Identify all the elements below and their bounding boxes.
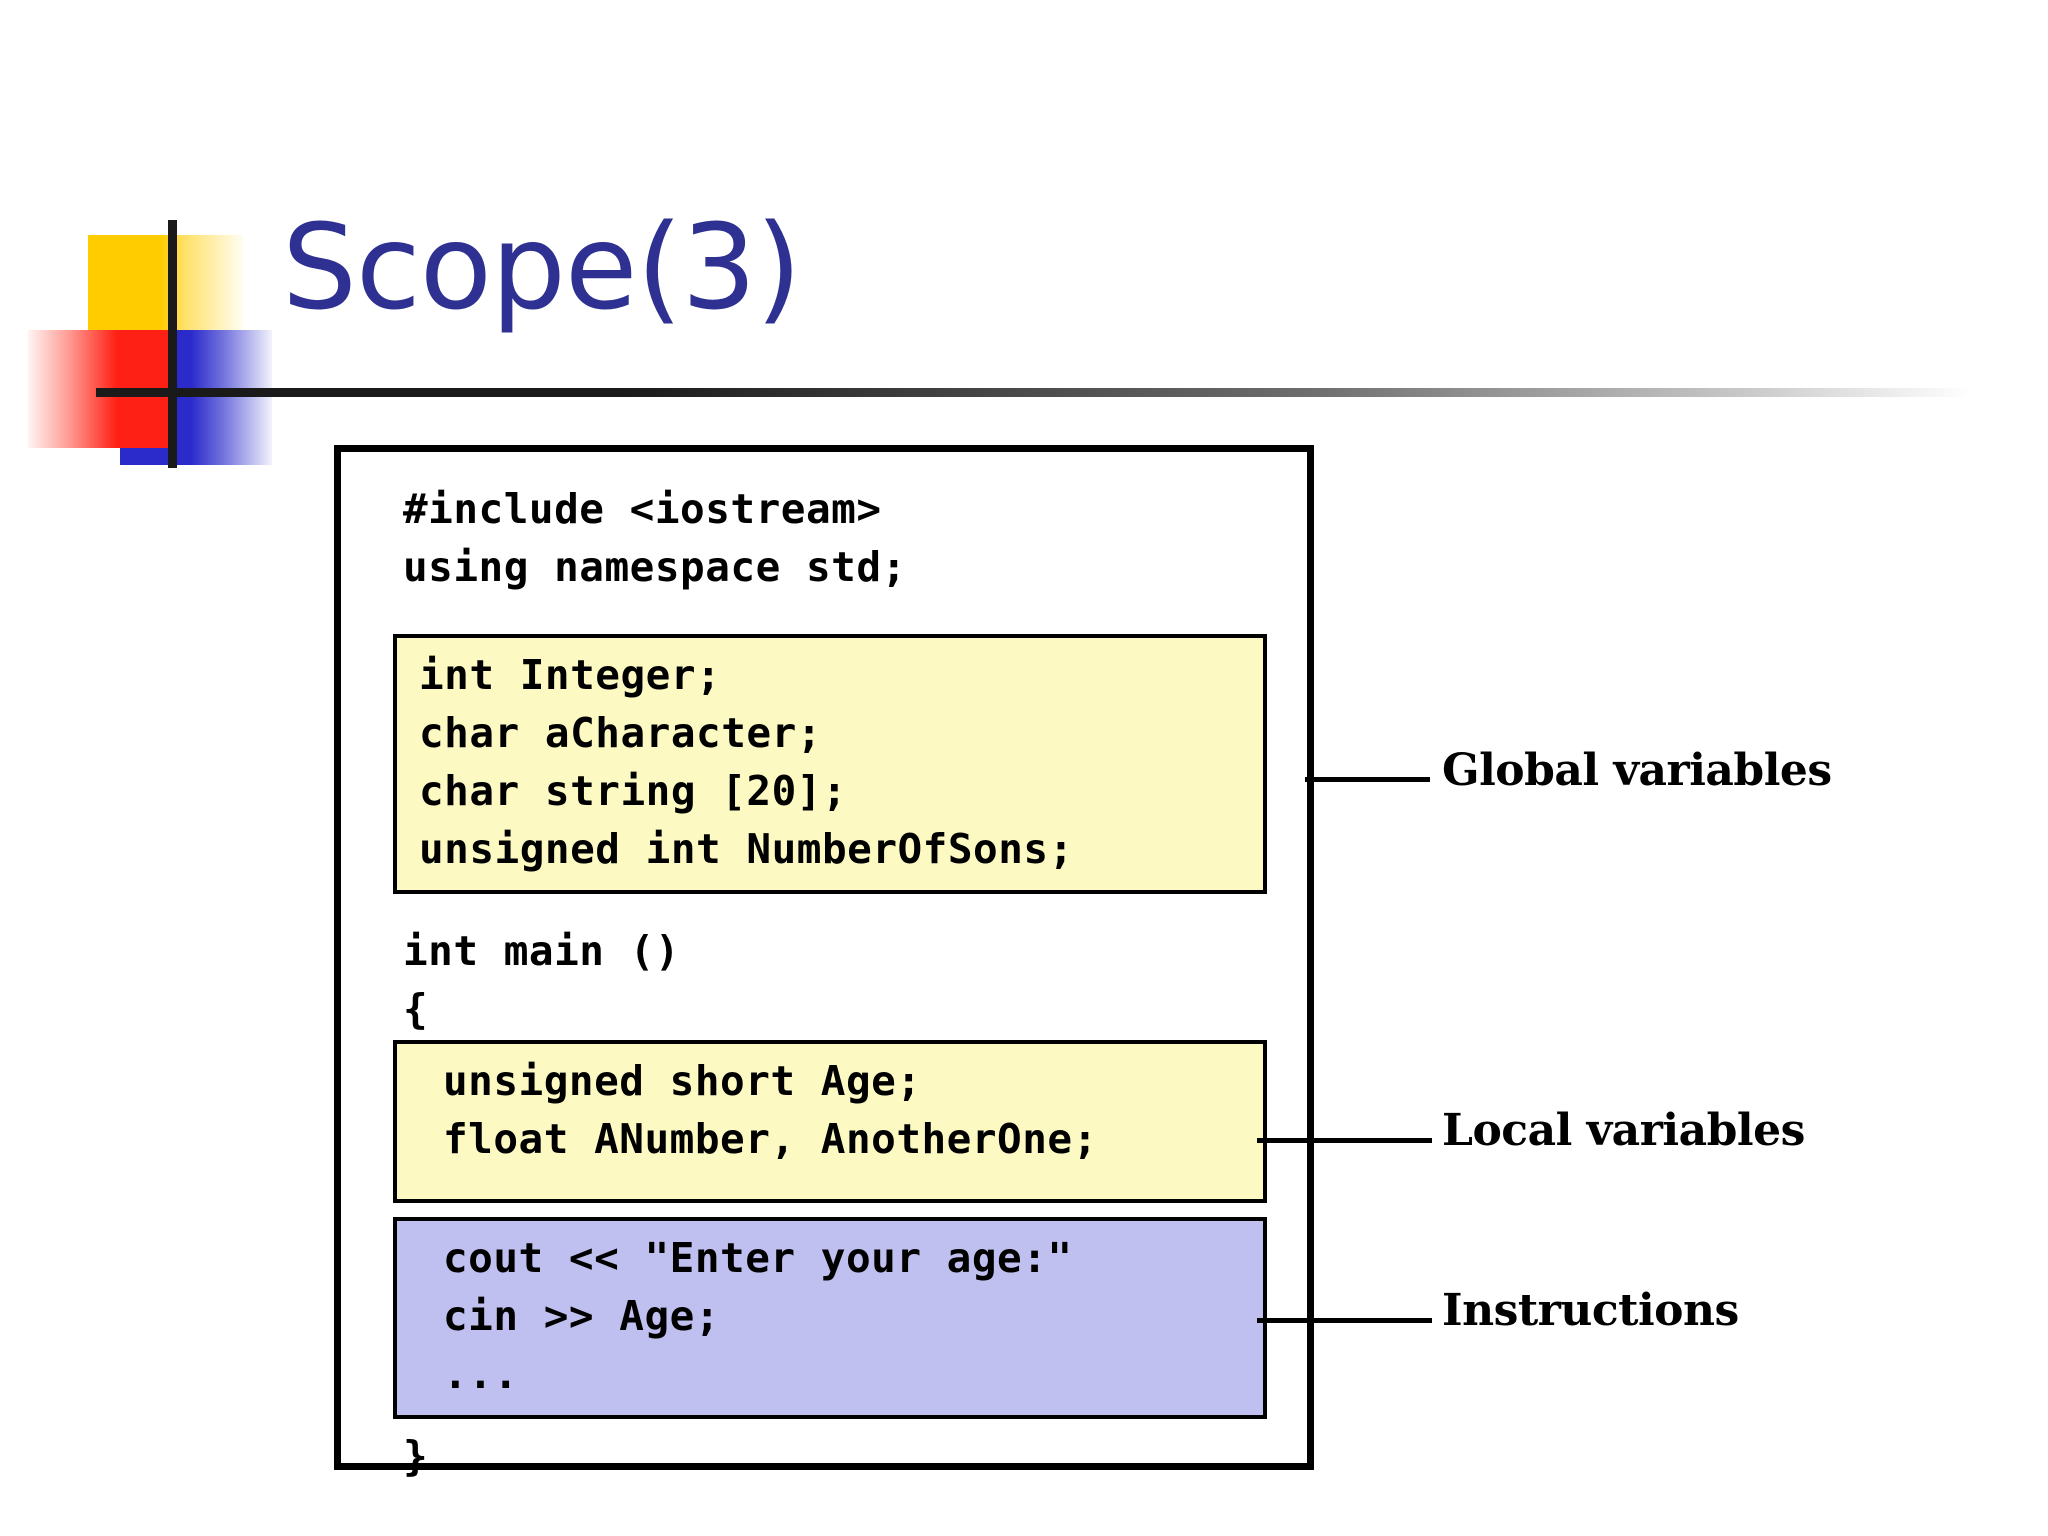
global-variables-highlight-box: int Integer; char aCharacter; char strin…	[393, 634, 1267, 894]
code-line-unsigned-numberofsons: unsigned int NumberOfSons;	[419, 825, 1074, 873]
code-line-cin: cin >> Age;	[443, 1292, 721, 1340]
connector-line-local	[1257, 1138, 1432, 1143]
logo-vertical-rule	[168, 220, 177, 468]
code-line-open-brace: {	[403, 985, 429, 1033]
code-line-using-namespace: using namespace std;	[403, 543, 907, 591]
label-global-variables: Global variables	[1442, 745, 1832, 796]
code-line-int-main: int main ()	[403, 927, 681, 975]
local-variables-highlight-box: unsigned short Age; float ANumber, Anoth…	[393, 1040, 1267, 1203]
title-horizontal-rule	[96, 388, 1971, 397]
instructions-highlight-box: cout << "Enter your age:" cin >> Age; ..…	[393, 1217, 1267, 1419]
code-line-unsigned-short-age: unsigned short Age;	[443, 1057, 922, 1105]
label-instructions: Instructions	[1442, 1285, 1739, 1336]
code-line-int-integer: int Integer;	[419, 651, 722, 699]
code-line-ellipsis: ...	[443, 1350, 519, 1398]
code-line-char-string: char string [20];	[419, 767, 848, 815]
code-line-include: #include <iostream>	[403, 485, 882, 533]
connector-line-global	[1305, 777, 1430, 782]
code-example-frame: #include <iostream> using namespace std;…	[334, 445, 1314, 1480]
code-line-char-acharacter: char aCharacter;	[419, 709, 822, 757]
code-line-float-anumber: float ANumber, AnotherOne;	[443, 1115, 1098, 1163]
connector-line-instructions	[1257, 1318, 1432, 1323]
code-line-cout: cout << "Enter your age:"	[443, 1234, 1073, 1282]
label-local-variables: Local variables	[1442, 1105, 1805, 1156]
code-line-close-brace: }	[403, 1432, 429, 1480]
page-title: Scope(3)	[282, 198, 802, 336]
